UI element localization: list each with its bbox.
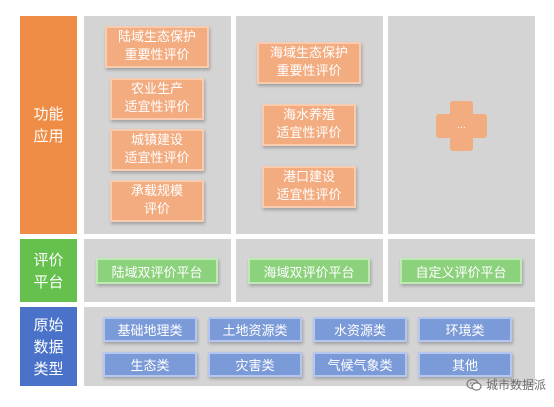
data-type-water-resources: 水资源类 (313, 317, 407, 342)
data-type-basic-geography: 基础地理类 (103, 317, 197, 342)
urban-construction-suitability-box: 城镇建设 适宜性评价 (110, 129, 204, 171)
carrying-capacity-box: 承载规模 评价 (110, 180, 204, 222)
data-type-ecology: 生态类 (103, 352, 197, 377)
sea-platform-box: 海域双评价平台 (248, 258, 370, 284)
row-label-data-type: 原始 数据 类型 (20, 307, 77, 386)
sea-ecology-protection-box: 海域生态保护 重要性评价 (257, 42, 361, 84)
data-type-climate: 气候气象类 (313, 352, 407, 377)
plus-icon-bar (436, 114, 487, 138)
mariculture-suitability-box: 海水养殖 适宜性评价 (262, 104, 356, 146)
agriculture-suitability-box: 农业生产 适宜性评价 (110, 78, 204, 120)
row-label-platform: 评价 平台 (20, 239, 77, 302)
row-label-application: 功能 应用 (20, 16, 77, 234)
land-platform-box: 陆域双评价平台 (96, 258, 218, 284)
watermark-text: 城市数据派 (485, 378, 546, 392)
watermark: 城市数据派 (466, 376, 546, 393)
plus-ellipsis: ... (457, 121, 466, 131)
data-type-other: 其他 (418, 352, 512, 377)
data-type-land-resources: 土地资源类 (208, 317, 302, 342)
port-construction-suitability-box: 港口建设 适宜性评价 (262, 166, 356, 208)
custom-platform-box: 自定义评价平台 (400, 258, 522, 284)
wechat-icon (466, 378, 482, 391)
data-type-disaster: 灾害类 (208, 352, 302, 377)
land-ecology-protection-box: 陆域生态保护 重要性评价 (105, 26, 209, 68)
data-type-environment: 环境类 (418, 317, 512, 342)
